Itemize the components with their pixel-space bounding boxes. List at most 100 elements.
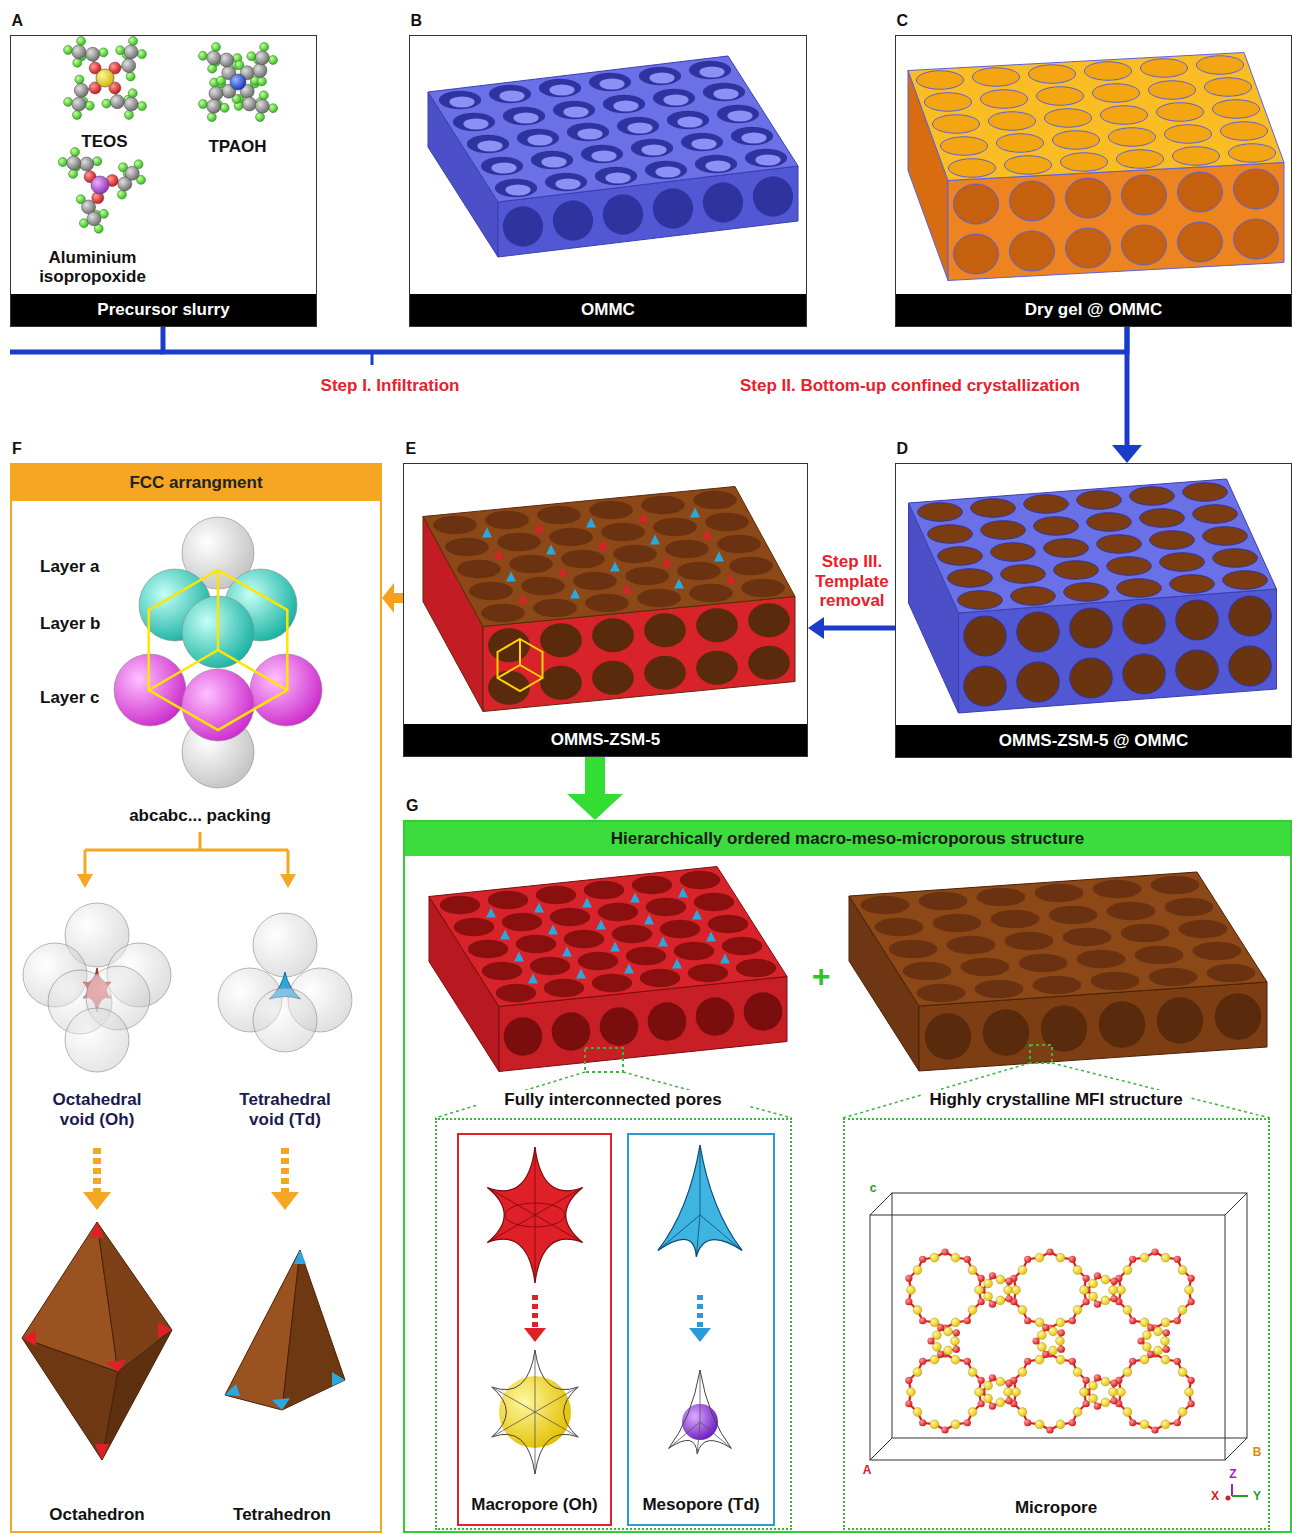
illustration-part — [469, 582, 513, 600]
illustration-part — [86, 47, 100, 61]
panel-box: EOMMS-ZSM-5 — [403, 463, 808, 757]
illustration-part — [1044, 109, 1091, 127]
illustration-part — [1083, 1377, 1090, 1384]
illustration-part — [1111, 1380, 1118, 1387]
illustration-part — [653, 518, 697, 536]
illustration-part — [1151, 1248, 1158, 1255]
illustration-part — [908, 53, 1284, 181]
illustration-part — [1018, 1408, 1027, 1417]
illustration-part — [968, 1408, 977, 1417]
illustration-part — [596, 920, 606, 930]
illustration-part — [1117, 1286, 1126, 1295]
illustration-part — [10, 350, 163, 355]
illustration-part — [463, 119, 488, 130]
illustration-part — [968, 1368, 977, 1377]
illustration-part — [1188, 1298, 1195, 1305]
illustration-part — [1041, 1005, 1088, 1052]
illustration-part — [677, 562, 721, 580]
illustration-part — [925, 1013, 972, 1060]
illustration-part — [1006, 1380, 1013, 1387]
illustration-part — [930, 1318, 939, 1327]
illustration-part — [646, 898, 687, 916]
illustration-part — [741, 133, 766, 144]
illustration-part — [1042, 1351, 1049, 1358]
illustration-part — [549, 85, 574, 96]
illustration-part — [67, 156, 81, 170]
illustration-part — [689, 61, 731, 79]
illustration-part — [905, 1400, 912, 1407]
illustration-part — [1140, 1420, 1149, 1429]
illustration-part — [1035, 884, 1084, 902]
illustration-part — [913, 1266, 922, 1275]
illustration-part — [989, 1301, 996, 1308]
illustration-part — [1035, 1318, 1044, 1327]
illustration-part — [1147, 1351, 1154, 1358]
illustration-part — [612, 925, 653, 943]
illustration-part — [741, 579, 785, 597]
illustration-part — [1084, 62, 1131, 80]
illustration-part — [255, 51, 269, 65]
illustration-part — [1010, 181, 1055, 221]
illustration-part — [626, 947, 667, 965]
illustration-part — [745, 149, 787, 167]
illustration-part — [1143, 1331, 1152, 1340]
illustration-part — [504, 1017, 543, 1056]
illustration-part — [1174, 1419, 1181, 1426]
panel-letter: F — [12, 440, 36, 458]
illustration-part — [720, 954, 730, 964]
illustration-part — [91, 176, 109, 194]
illustration-part — [905, 1275, 912, 1282]
illustration-part — [280, 874, 296, 888]
illustration-part — [439, 91, 481, 109]
illustration-part — [535, 1350, 536, 1412]
illustration-part — [124, 45, 138, 59]
illustration-part — [1140, 59, 1187, 77]
illustration-part — [991, 910, 1040, 928]
illustration-part — [1033, 976, 1082, 994]
illustration-part — [958, 591, 1003, 609]
illustration-part — [598, 540, 608, 550]
illustration-part — [570, 589, 580, 599]
molecule-label: TEOS — [55, 132, 155, 152]
illustration-part — [519, 639, 521, 665]
illustration-part — [1094, 1403, 1101, 1410]
illustration-part — [122, 59, 136, 73]
illustration-part — [1036, 87, 1083, 105]
illustration-part — [242, 97, 256, 111]
illustration-part — [563, 107, 588, 118]
illustration-part — [1056, 1337, 1065, 1346]
illustration-part — [989, 1403, 996, 1410]
illustration-part — [1004, 1286, 1013, 1295]
illustration-part — [717, 535, 761, 553]
illustration-part — [680, 871, 721, 889]
illustration-part — [1228, 144, 1275, 162]
illustration-part — [933, 914, 982, 932]
illustration-part — [1066, 228, 1111, 268]
illustration-part — [907, 1388, 916, 1397]
illustration-part — [630, 893, 640, 903]
illustration-part — [861, 896, 910, 914]
illustration-part — [1058, 1329, 1065, 1336]
pore-label: Macropore (Oh) — [461, 1495, 608, 1515]
illustration-part — [972, 68, 1019, 86]
illustration-part — [1006, 1295, 1013, 1302]
illustration-part — [637, 589, 681, 607]
illustration-part — [1176, 650, 1219, 690]
illustration-part — [951, 1420, 960, 1429]
illustration-part — [989, 1272, 996, 1279]
illustration-part — [905, 1377, 912, 1384]
illustration-part — [991, 543, 1036, 561]
illustration-part — [941, 1248, 948, 1255]
illustration-part — [149, 650, 218, 690]
illustration-part — [644, 915, 654, 925]
illustration-part — [592, 661, 634, 695]
illustration-part — [576, 969, 586, 979]
illustration-part — [137, 50, 146, 59]
illustration-part — [996, 134, 1043, 152]
illustration-part — [1223, 571, 1268, 589]
illustration-part — [256, 113, 265, 122]
illustration-part — [561, 550, 605, 568]
illustration-part — [1060, 153, 1107, 171]
panel-letter: B — [411, 12, 435, 30]
illustration-part — [492, 1387, 535, 1412]
